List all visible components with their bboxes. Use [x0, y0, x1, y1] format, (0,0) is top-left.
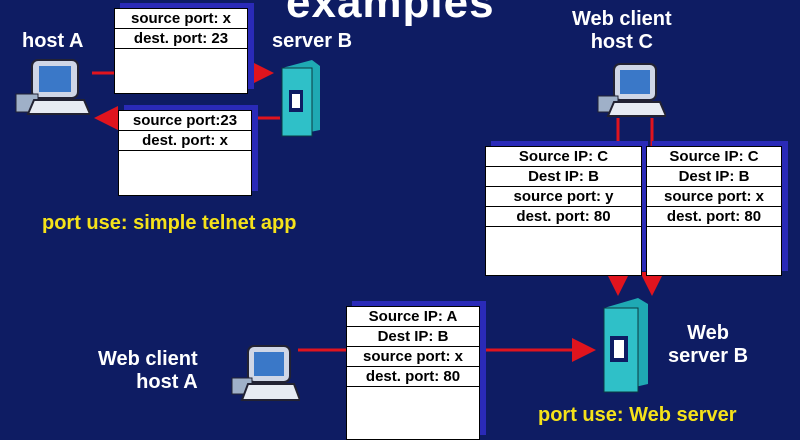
web-client-host-c-label: Web client host C — [572, 8, 672, 54]
host-a-web-computer-icon — [231, 345, 300, 401]
label-line: Web client — [572, 8, 672, 30]
segment-telnet-request: source port: x dest. port: 23 — [114, 8, 248, 94]
server-b-label: server B — [272, 30, 353, 52]
web-server-tower-icon — [603, 298, 648, 393]
segment-field: dest. port: x — [119, 131, 251, 151]
label-line: server B — [668, 345, 749, 367]
segment-field: source port: y — [486, 187, 641, 207]
label-line: Web — [687, 322, 729, 344]
label-line: Web client — [98, 348, 198, 370]
segment-host-a-web: Source IP: A Dest IP: B source port: x d… — [346, 306, 480, 440]
segment-field: dest. port: 80 — [647, 207, 781, 227]
host-a-computer-icon — [15, 59, 90, 115]
segment-field: Source IP: A — [347, 307, 479, 327]
segment-telnet-reply: source port:23 dest. port: x — [118, 110, 252, 196]
segment-field: Dest IP: B — [347, 327, 479, 347]
host-c-computer-icon — [597, 63, 666, 117]
label-line: host A — [136, 371, 198, 393]
segment-field: Dest IP: B — [647, 167, 781, 187]
web-client-host-a-label: Web client host A — [98, 348, 198, 394]
label-line: host C — [590, 31, 653, 53]
segment-field: source port: x — [115, 9, 247, 29]
web-server-b-label: Web server B — [668, 322, 748, 368]
segment-field: Source IP: C — [486, 147, 641, 167]
web-server-caption: port use: Web server — [538, 404, 737, 426]
diagram-title: examples — [286, 0, 495, 27]
host-a-label: host A — [22, 30, 84, 52]
segment-field: Source IP: C — [647, 147, 781, 167]
segment-field: dest. port: 80 — [486, 207, 641, 227]
segment-field: Dest IP: B — [486, 167, 641, 187]
server-b-tower-icon — [281, 60, 320, 137]
segment-field: dest. port: 80 — [347, 367, 479, 387]
segment-host-c-port-y: Source IP: C Dest IP: B source port: y d… — [485, 146, 642, 276]
segment-field: source port:23 — [119, 111, 251, 131]
segment-field: source port: x — [347, 347, 479, 367]
segment-host-c-port-x: Source IP: C Dest IP: B source port: x d… — [646, 146, 782, 276]
segment-field: source port: x — [647, 187, 781, 207]
segment-field: dest. port: 23 — [115, 29, 247, 49]
telnet-caption: port use: simple telnet app — [42, 212, 297, 234]
